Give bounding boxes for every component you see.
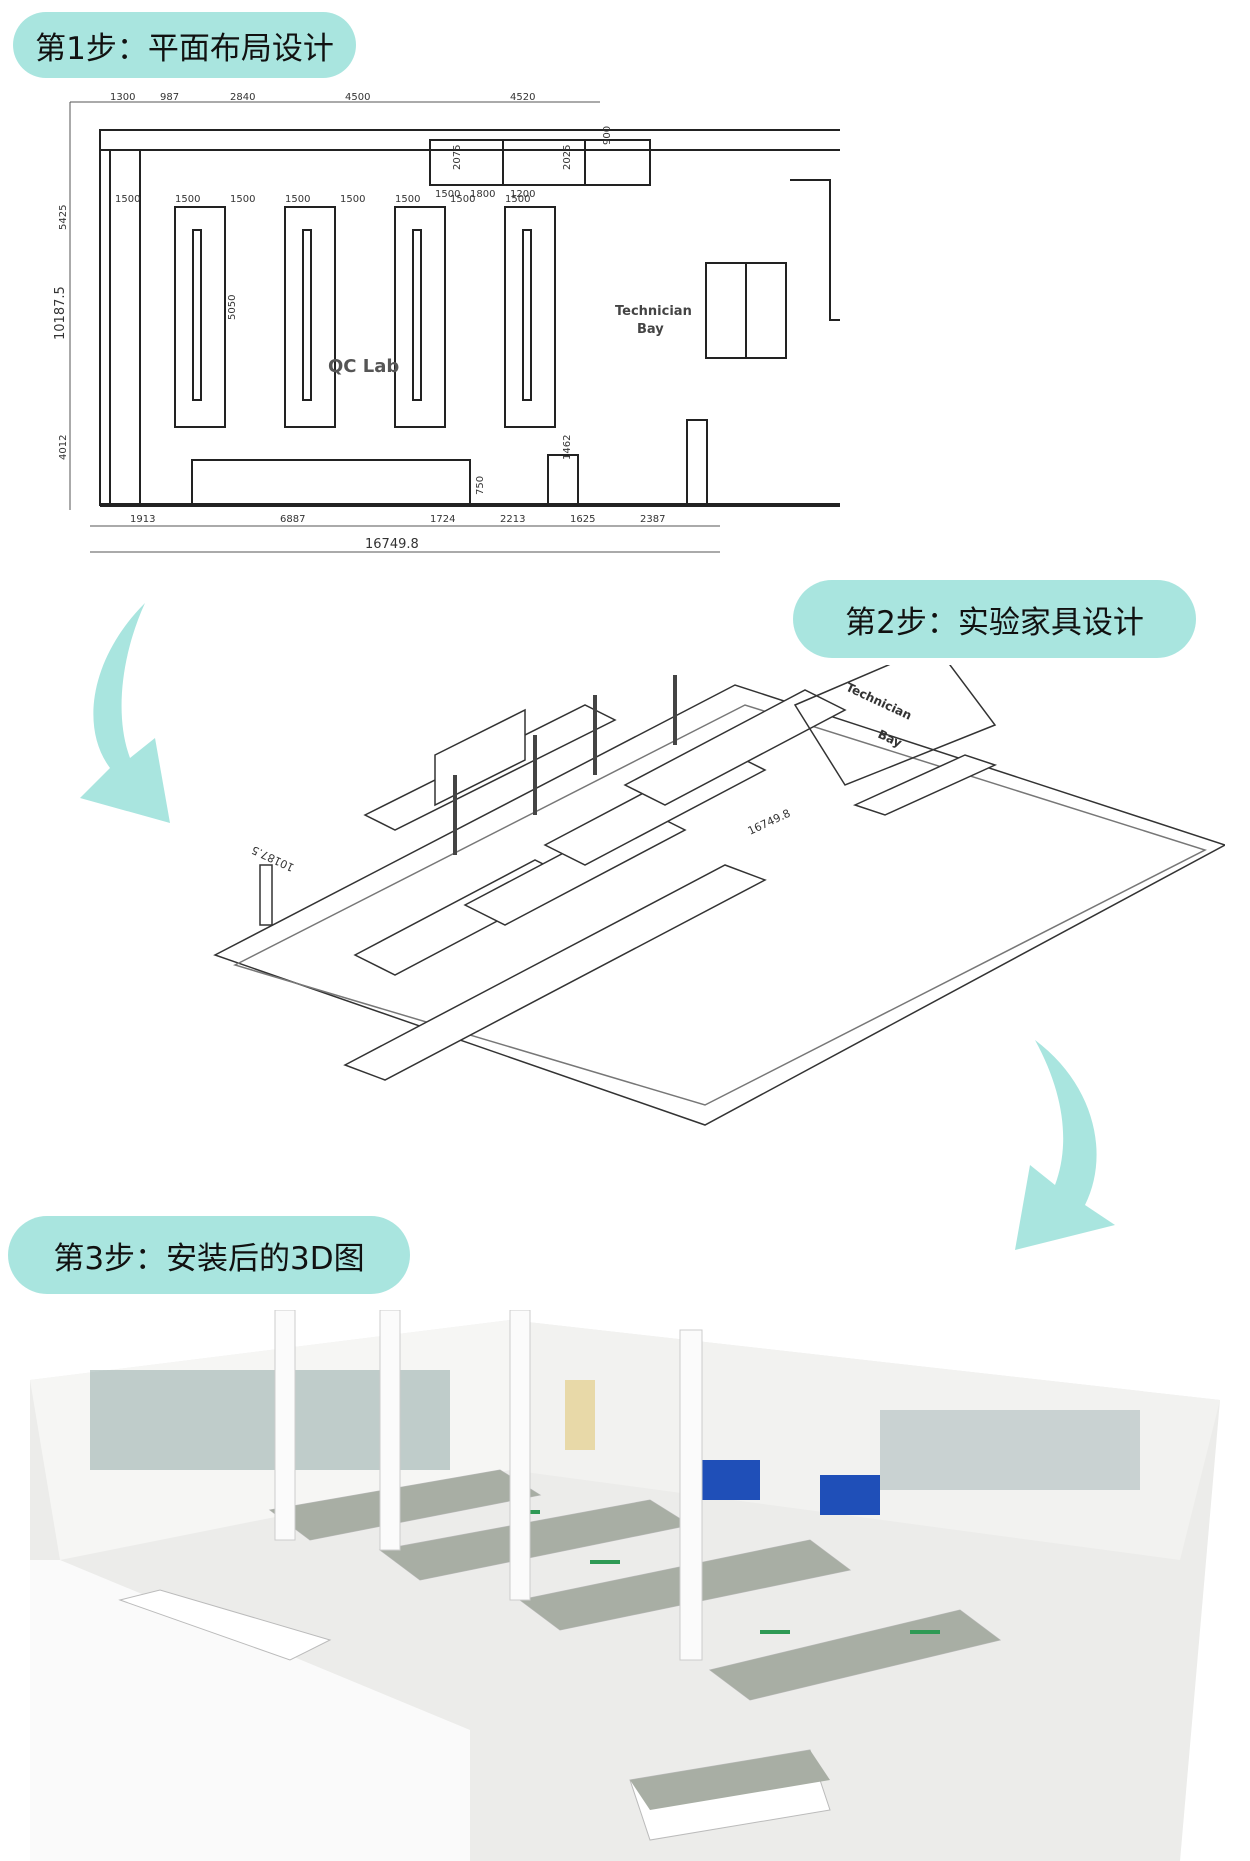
fume-hoods <box>429 139 651 186</box>
dimension-label: 4520 <box>510 92 535 103</box>
dimension-label: 1500 <box>505 194 530 205</box>
dimension-label: 10187.5 <box>250 843 297 874</box>
dimension-label: Bay <box>637 322 664 337</box>
front-bench <box>343 864 767 1081</box>
dimension-label: 1913 <box>130 514 155 525</box>
3d-lab-render <box>30 1310 1220 1861</box>
step-3-label: 第3步：安装后的3D图 <box>8 1216 410 1294</box>
dimension-label: 4012 <box>58 435 69 460</box>
dimension-label: 16749.8 <box>365 537 419 552</box>
dimension-label: 2387 <box>640 514 665 525</box>
dimension-label: 1800 <box>470 189 495 200</box>
dimension-label: 1300 <box>110 92 135 103</box>
curved-arrow-down-left-icon <box>80 603 170 823</box>
step-1-label: 第1步：平面布局设计 <box>13 12 356 78</box>
dimension-label: 1200 <box>510 189 535 200</box>
dimension-label: 2213 <box>500 514 525 525</box>
step-3-text: 第3步：安装后的3D图 <box>53 1240 365 1277</box>
dimension-label: Bay <box>876 727 904 750</box>
meeting-room-window <box>880 1410 1140 1490</box>
isometric-furniture-drawing: Technician Bay 16749.8 10187.5 <box>213 665 1225 1126</box>
dimension-label: 4500 <box>345 92 370 103</box>
dimension-label: 1500 <box>175 194 200 205</box>
dimension-label: 1500 <box>340 194 365 205</box>
dimension-label: 1462 <box>562 435 573 460</box>
dimension-label: 5425 <box>58 205 69 230</box>
dimension-label: 1500 <box>230 194 255 205</box>
dimension-label: Technician <box>844 680 914 723</box>
step-2-text: 第2步：实验家具设计 <box>845 604 1144 641</box>
dimension-label: 1500 <box>115 194 140 205</box>
dimension-label: 2075 <box>452 145 463 170</box>
dimension-label: 900 <box>602 126 613 145</box>
dimension-label: 6887 <box>280 514 305 525</box>
lab-outer-wall <box>99 129 840 506</box>
dimension-label: 5050 <box>227 295 238 320</box>
door <box>565 1380 595 1450</box>
dimension-label: 1724 <box>430 514 455 525</box>
dimension-label: 2025 <box>562 145 573 170</box>
island-benches <box>174 206 556 428</box>
dimension-label: 750 <box>475 476 486 495</box>
step-2-label: 第2步：实验家具设计 <box>793 580 1196 658</box>
step-1-text: 第1步：平面布局设计 <box>35 30 334 67</box>
room-label: QC Lab <box>328 356 399 377</box>
dimension-label: 987 <box>160 92 179 103</box>
dimension-label: 1500 <box>435 189 460 200</box>
dimension-label: Technician <box>615 304 692 319</box>
dimension-label: 1500 <box>285 194 310 205</box>
dimension-label: 10187.5 <box>53 286 68 340</box>
wall-bench <box>191 459 471 506</box>
dimension-label: 1500 <box>395 194 420 205</box>
dimension-label: 1500 <box>450 194 475 205</box>
floor-plan-drawing: 1300 987 2840 4500 4520 1500 1800 1200 1… <box>53 92 840 553</box>
dimension-label: 2840 <box>230 92 255 103</box>
dimension-label: 1625 <box>570 514 595 525</box>
dimension-label: 16749.8 <box>746 807 793 838</box>
curved-arrow-down-right-icon <box>1015 1040 1115 1250</box>
